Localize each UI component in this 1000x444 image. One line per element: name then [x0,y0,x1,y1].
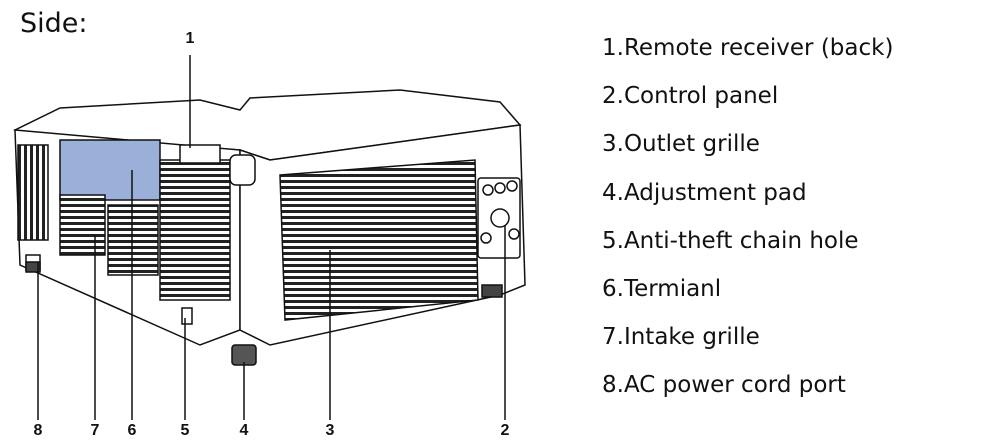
outlet-grille [279,159,479,321]
parts-legend: 1.Remote receiver (back) 2.Control panel… [602,30,893,416]
remote-receiver [179,144,221,164]
chain-hole [181,307,193,325]
legend-item: 8.AC power cord port [602,372,846,399]
intake-grille-2 [107,204,159,276]
callout-6: 6 [127,422,137,439]
corner-light [229,154,256,186]
callout-1: 1 [185,30,195,47]
left-grille [17,144,49,241]
callout-7: 7 [90,422,100,439]
terminal-panel [59,139,161,201]
legend-item: 6.Termianl [602,275,722,302]
leader-lines [37,55,506,420]
section-heading: Side: [20,8,88,39]
callout-8: 8 [33,422,43,439]
intake-grille [59,194,106,256]
legend-item: 3.Outlet grille [602,131,760,158]
callout-4: 4 [239,422,249,439]
legend-item: 4.Adjustment pad [602,179,807,206]
callout-2: 2 [500,422,510,439]
legend-item: 5.Anti-theft chain hole [602,227,859,254]
callout-5: 5 [180,422,190,439]
legend-item: 2.Control panel [602,83,779,110]
callout-3: 3 [325,422,335,439]
legend-item: 1.Remote receiver (back) [602,35,894,61]
front-grille [159,159,231,301]
legend-item: 7.Intake grille [602,324,760,351]
